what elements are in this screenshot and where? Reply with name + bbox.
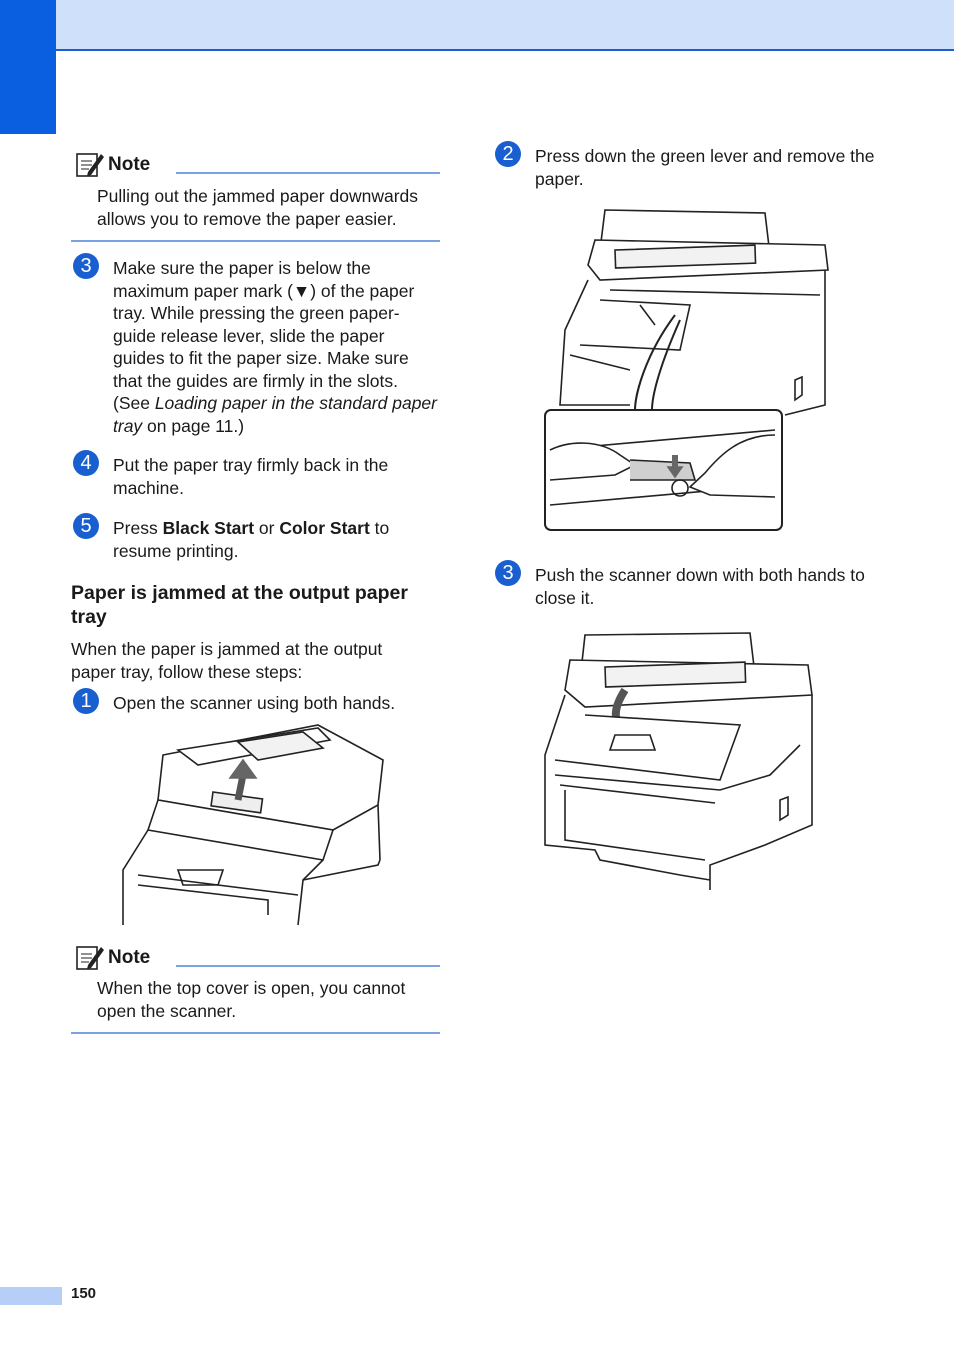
chapter-tab [0,0,56,134]
cross-reference: Loading paper in the standard paper tray [113,393,437,436]
step-text: Make sure the paper is below the maximum… [113,257,438,437]
note-rule [176,965,440,967]
intro-text: When the paper is jammed at the output p… [71,639,383,682]
step-text-part: Press [113,518,163,538]
header-band [0,0,954,51]
note-bottom-rule [71,1032,440,1034]
step-text: Press down the green lever and remove th… [535,146,875,189]
step-text: Press Black Start or Color Start to resu… [113,517,433,562]
note-label: Note [108,947,151,968]
note-bottom-rule [71,240,440,242]
step-text-part: on page 11.) [142,415,245,436]
step-number: 4 [73,450,99,476]
note-text: Pulling out the jammed paper downwards a… [97,186,419,229]
page-number: 150 [71,1285,97,1302]
step-number: 1 [73,688,99,714]
footer-tab [0,1287,62,1305]
step-text-part: Make sure the paper is below the maximum… [113,258,415,413]
figure-open-scanner [122,724,384,926]
button-name-black-start: Black Start [162,518,255,538]
figure-green-lever [544,209,829,531]
step-text: Push the scanner down with both hands to… [535,565,865,608]
note-header: Note [74,943,150,973]
step-text-part: to resume printing. [113,518,390,561]
step-text-part: or [254,518,280,538]
step-text: Put the paper tray firmly back in the ma… [113,455,389,498]
note-pencil-icon [76,946,104,970]
note-pencil-icon [76,153,104,177]
note-text: When the top cover is open, you cannot o… [97,978,406,1021]
step-number: 5 [73,513,99,539]
step-number: 2 [495,141,521,167]
step-number: 3 [73,253,99,279]
step-text: Open the scanner using both hands. [113,693,396,713]
section-heading: Paper is jammed at the output paper tray [71,582,408,628]
note-label: Note [108,154,151,175]
figure-close-scanner [544,632,813,890]
note-rule [176,172,440,174]
step-number: 3 [495,560,521,586]
note-header: Note [74,150,150,180]
button-name-color-start: Color Start [279,518,370,538]
